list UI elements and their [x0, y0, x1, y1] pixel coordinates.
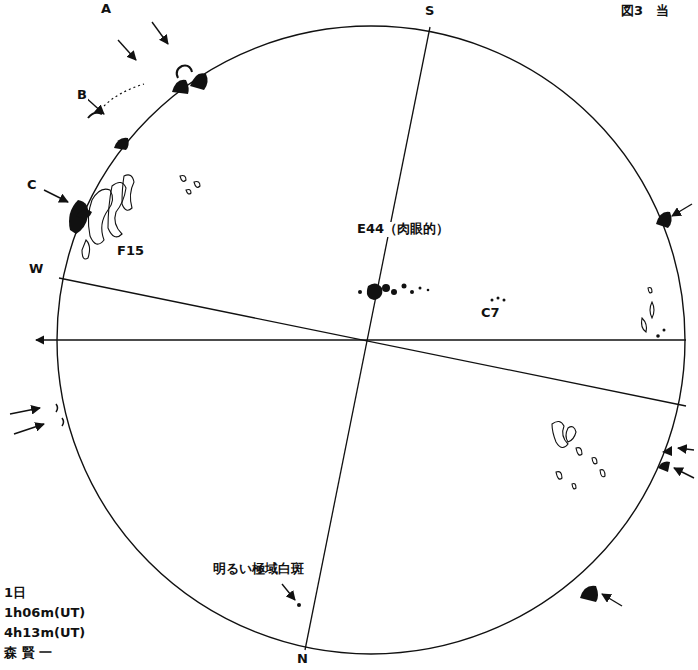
- sketch-label: C7: [480, 306, 501, 321]
- equator-line: [59, 278, 686, 406]
- sketch-label: S: [424, 4, 435, 19]
- sketch-label: E44（肉眼的）: [356, 222, 450, 237]
- rotation-axis: [305, 27, 430, 650]
- sketch-label: 1h06m(UT): [3, 606, 86, 621]
- sketch-label: N: [296, 652, 309, 667]
- sketch-label: F15: [116, 244, 145, 259]
- sketch-label: C: [26, 178, 38, 193]
- prominences: [69, 66, 672, 602]
- faculae: [82, 175, 654, 489]
- pointer-arrows: [10, 22, 694, 606]
- limb-marks: [56, 404, 64, 426]
- sketch-label: B: [76, 88, 88, 103]
- sunspots: [76, 210, 666, 607]
- east-west-line: [36, 339, 686, 340]
- sketch-label: 明るい極域白斑: [212, 562, 305, 577]
- sketch-label: 4h13m(UT): [3, 626, 86, 641]
- sketch-label: 1日: [3, 586, 27, 601]
- figure-title: 図3 当: [620, 4, 670, 19]
- sketch-label: 森 賢 一: [3, 646, 53, 661]
- sketch-label: W: [28, 262, 44, 277]
- sketch-label: A: [100, 2, 112, 17]
